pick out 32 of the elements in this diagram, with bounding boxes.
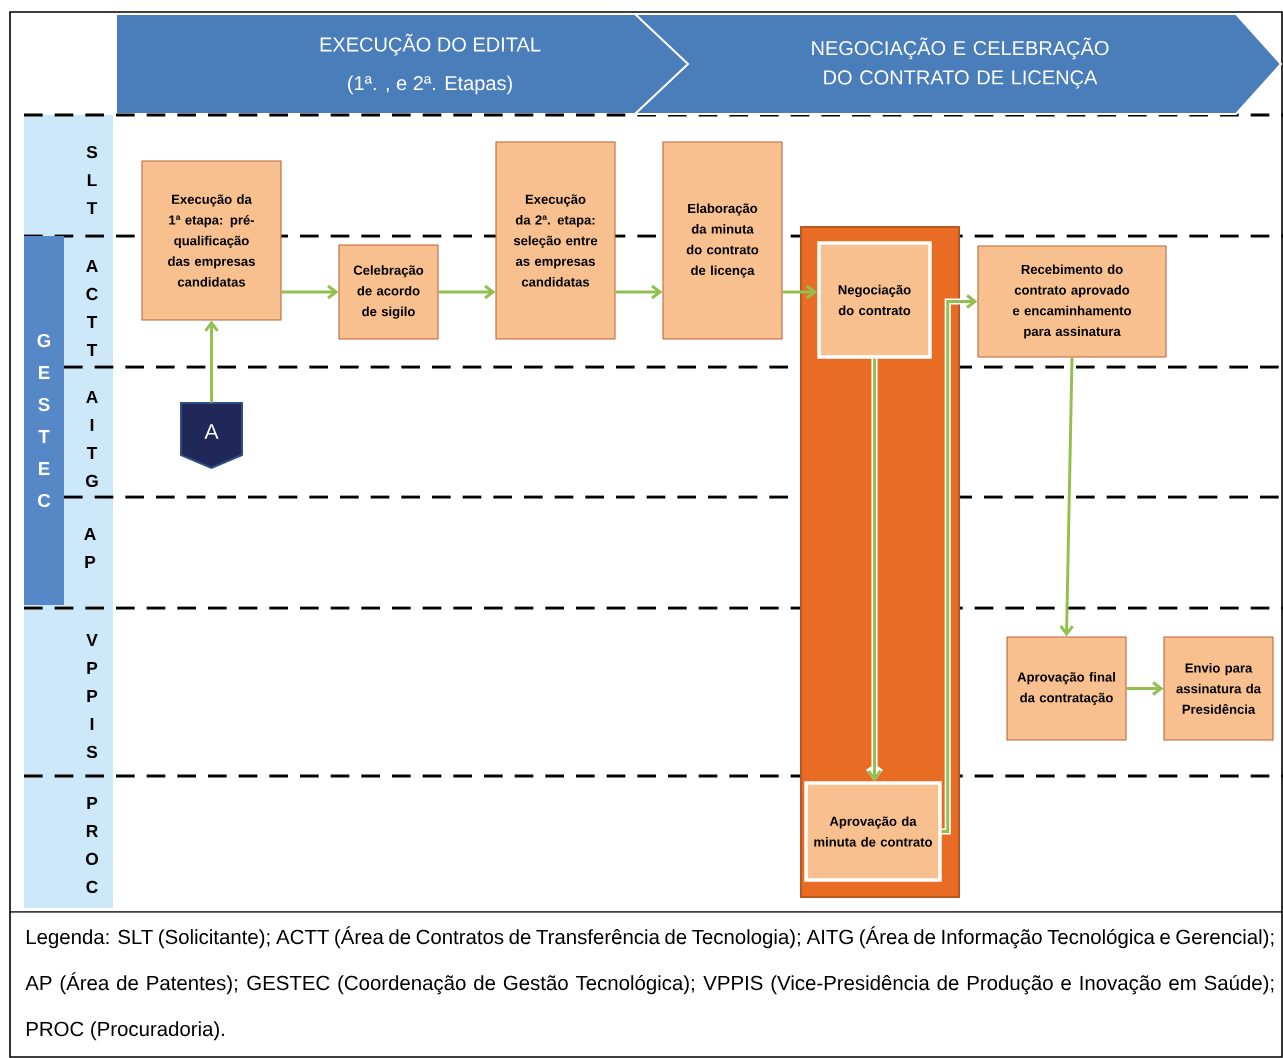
arrow [782,284,818,300]
header-chevron: EXECUÇÃO DO EDITAL (1ª. , e 2ª. Etapas) [117,15,688,113]
process-box: Negociação do contrato [817,241,932,359]
process-box: Execução da 2ª. etapa: seleção entre as empresas candidatas [495,141,616,340]
node-label: (1ª. , e 2ª. Etapas) [348,75,512,95]
process-box: Aprovação da minuta de contrato [804,781,942,882]
header-chevron: NEGOCIAÇÃO E CELEBRAÇÃO DO CONTRATO DE LICENÇA [632,13,1283,115]
lane-label: ACTT [86,260,98,356]
node-label: EXECUÇÃO DO EDITAL [320,33,541,56]
off-page-connector: A [180,402,243,470]
group-band: GESTEC [24,236,64,605]
arrow [1126,681,1164,696]
lane-label: VPPIS [86,633,98,759]
lane-label: PROC [85,796,98,894]
process-box: Recebimento do contrato aprovado e encaminhamento para assinatura [977,245,1167,358]
process-box: Elaboração da minuta do contrato de licença [662,141,783,340]
process-box: Envio para assinatura da Presidência [1163,636,1274,741]
process-box: Aprovação final da contratação [1006,636,1127,741]
lane-label: AP [84,528,96,568]
caption-text: Legenda: SLT (Solicitante); ACTT (Área de Contratos de Transferência de Tecnologia); AITG (Área de Informação Tecnológica e Gerencial); AP (Área de Patentes); GESTEC (Coordenação de Gestão Tecnológica); VPPIS (Vice-Presidência de Produção e Inovação em Saúde); PROC (Procuradoria). [25,926,1274,1041]
lane-label: SLT [86,145,98,215]
arrow [941,293,978,835]
arrow [438,284,496,300]
arrow [1059,357,1074,637]
arrow [281,284,339,300]
process-box: Execução da 1ª etapa: pré-qualificação das empresas candidatas [141,160,282,321]
arrow [615,284,663,300]
process-box: Celebração de acordo de sigilo [338,244,439,340]
node-label: NEGOCIAÇÃO E CELEBRAÇÃO DO CONTRATO DE LICENÇA [812,37,1109,89]
arrow [204,320,219,403]
arrow [866,358,883,782]
lane-label: AITG [85,390,98,488]
